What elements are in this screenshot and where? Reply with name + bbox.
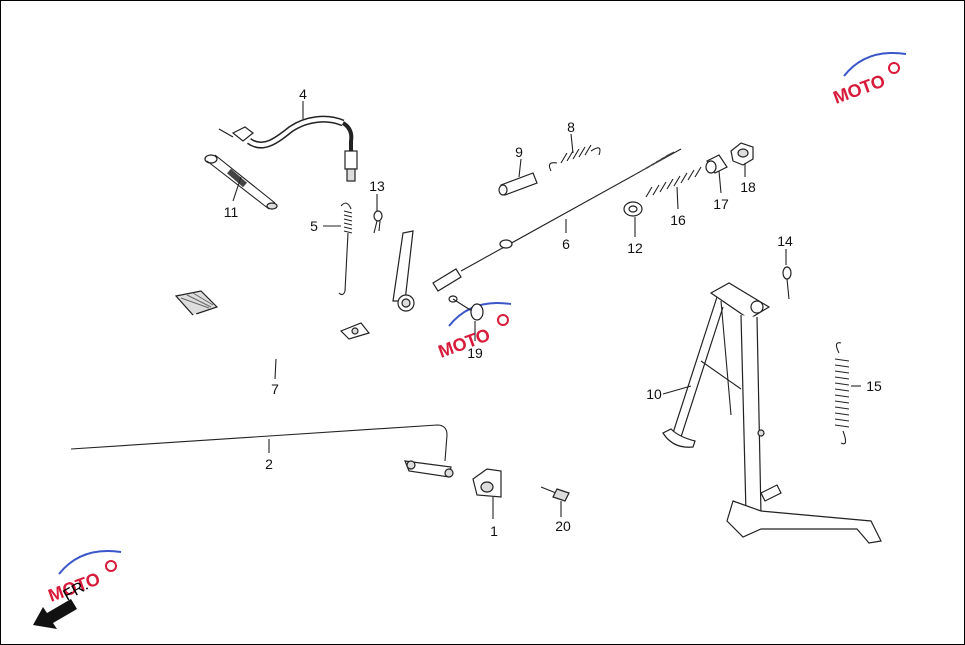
part-2-long-rod [70,424,454,478]
callout-17: 17 [713,196,729,212]
callout-8: 8 [567,119,575,135]
callout-13: 13 [369,178,385,194]
leader-lines [232,101,861,519]
part-5-return-spring [338,202,353,296]
callout-11: 11 [224,204,239,220]
callout-16: 16 [670,212,686,228]
part-11-pivot-pin [204,154,278,210]
part-6-brake-rod [432,148,682,292]
callout-18: 18 [740,179,756,195]
part-9-sleeve [498,172,538,196]
callout-2: 2 [265,456,273,472]
part-17-collar [705,154,728,174]
part-1-bracket [472,468,502,498]
part-4-brake-switch [218,115,358,182]
callout-14: 14 [777,233,793,249]
callout-1: 1 [490,523,498,539]
callout-15: 15 [866,378,882,394]
callout-20: 20 [555,518,571,534]
front-arrow-icon [33,599,77,629]
callout-19: 19 [467,345,483,361]
callout-5: 5 [310,218,318,234]
part-19-clevis-pin [448,295,484,321]
watermark-logo-top: MOTO [831,52,907,108]
part-16-spring [645,166,702,198]
callout-12: 12 [627,240,643,256]
callout-6: 6 [562,236,570,252]
part-7-brake-pedal [174,230,415,360]
callout-4: 4 [299,86,307,102]
callout-10: 10 [646,386,662,402]
part-18-adjusting-nut [730,142,754,166]
part-8-spring [548,144,601,172]
part-14-pin [782,266,792,300]
watermark-text: MOTO [831,71,888,108]
part-10-main-stand [662,282,882,544]
part-20-screw [540,486,570,502]
callout-9: 9 [515,144,523,160]
watermark-text: MOTO [436,325,493,362]
part-15-stand-spring [834,342,850,445]
callout-7: 7 [271,381,279,397]
part-13-cotter-pin [373,210,383,234]
part-12-washer [623,201,643,217]
